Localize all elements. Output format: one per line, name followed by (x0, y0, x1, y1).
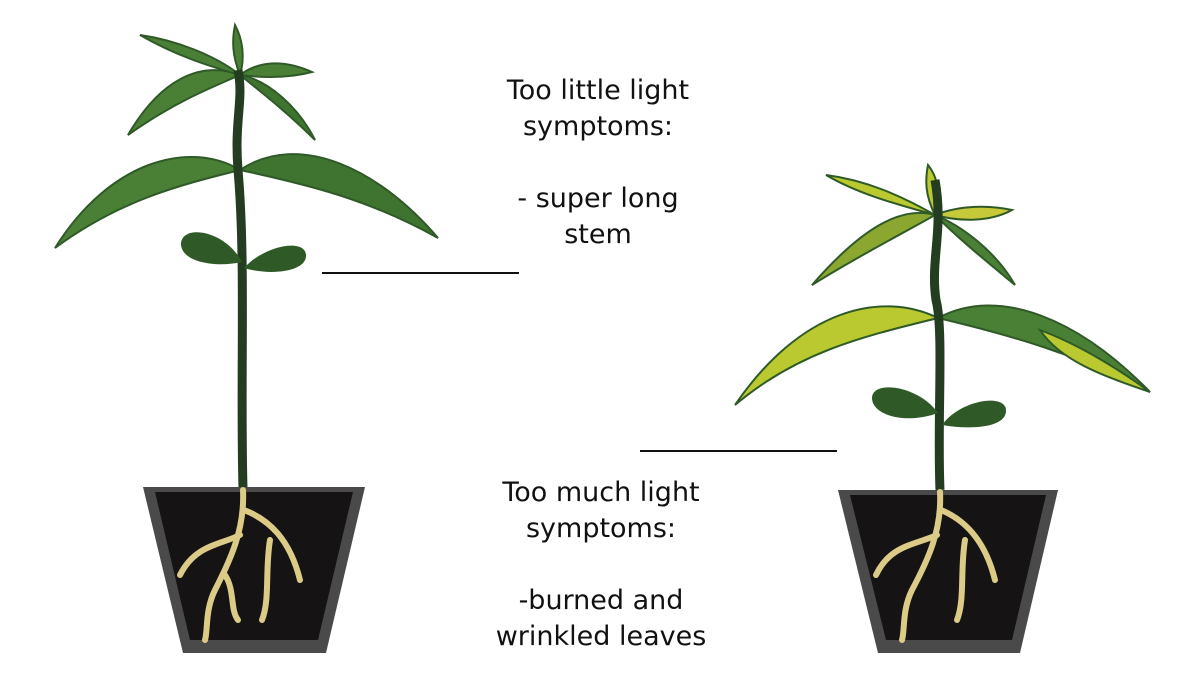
left-cotyledons (180, 232, 307, 272)
healthy-plant (54, 22, 439, 653)
too-little-light-caption: Too little light symptoms: - super long … (507, 73, 689, 253)
left-stem (232, 69, 248, 489)
left-pot (143, 487, 365, 653)
caption-line: wrinkled leaves (495, 621, 707, 652)
caption-line: - super long (517, 183, 679, 214)
left-upper-leaves (54, 22, 439, 249)
burned-plant (734, 162, 1151, 653)
right-stem (929, 179, 945, 491)
caption-line: Too little light (506, 75, 690, 106)
caption-line: symptoms: (522, 111, 674, 142)
caption-line: symptoms: (525, 513, 677, 544)
right-pot (838, 490, 1058, 653)
left-roots (177, 487, 303, 643)
caption-line (507, 145, 689, 181)
caption-line: -burned and (518, 585, 684, 616)
too-much-light-caption: Too much light symptoms: -burned and wri… (496, 475, 707, 655)
right-cotyledons (872, 387, 1007, 428)
right-roots (873, 489, 998, 643)
caption-line: stem (564, 219, 632, 250)
bottom-pointer-line (640, 450, 837, 452)
caption-line: Too much light (502, 477, 700, 508)
caption-line (496, 547, 707, 583)
top-pointer-line (322, 272, 519, 274)
